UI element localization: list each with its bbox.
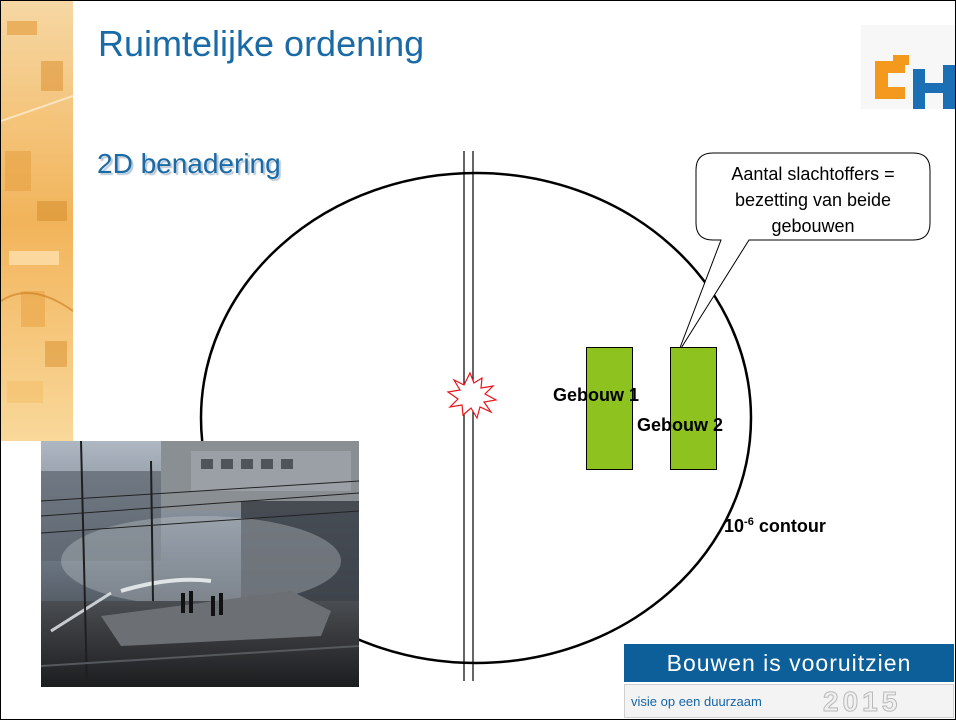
slide-title: Ruimtelijke ordening bbox=[98, 23, 425, 64]
explosion-icon bbox=[446, 371, 498, 420]
ch-logo-icon bbox=[861, 25, 955, 109]
callout-text: Aantal slachtoffers = bezetting van beid… bbox=[731, 164, 895, 236]
banner-sub-box: visie op een duurzaam 2015 bbox=[624, 684, 954, 718]
contour-base: 10 bbox=[724, 516, 745, 536]
risk-contour-ellipse bbox=[199, 171, 753, 665]
contour-suffix: contour bbox=[758, 516, 826, 536]
banner-sub-text: visie op een duurzaam bbox=[631, 694, 762, 709]
side-aerial-photo bbox=[1, 1, 73, 441]
banner-year: 2015 bbox=[822, 686, 902, 718]
contour-exponent: -6 bbox=[744, 516, 754, 528]
building-1-label: Gebouw 1 bbox=[553, 385, 640, 405]
campaign-banner: Bouwen is vooruitzien visie op een duurz… bbox=[624, 644, 954, 718]
callout-bubble bbox=[677, 152, 931, 354]
banner-main-text: Bouwen is vooruitzien bbox=[624, 644, 954, 682]
contour-label: 10-6 contour bbox=[724, 516, 826, 537]
building-2-label: Gebouw 2 bbox=[637, 415, 724, 435]
slide-subtitle: 2D benadering bbox=[97, 148, 281, 179]
train-fire-photo bbox=[41, 441, 359, 687]
building-2 bbox=[670, 347, 717, 470]
building-1 bbox=[586, 347, 633, 470]
